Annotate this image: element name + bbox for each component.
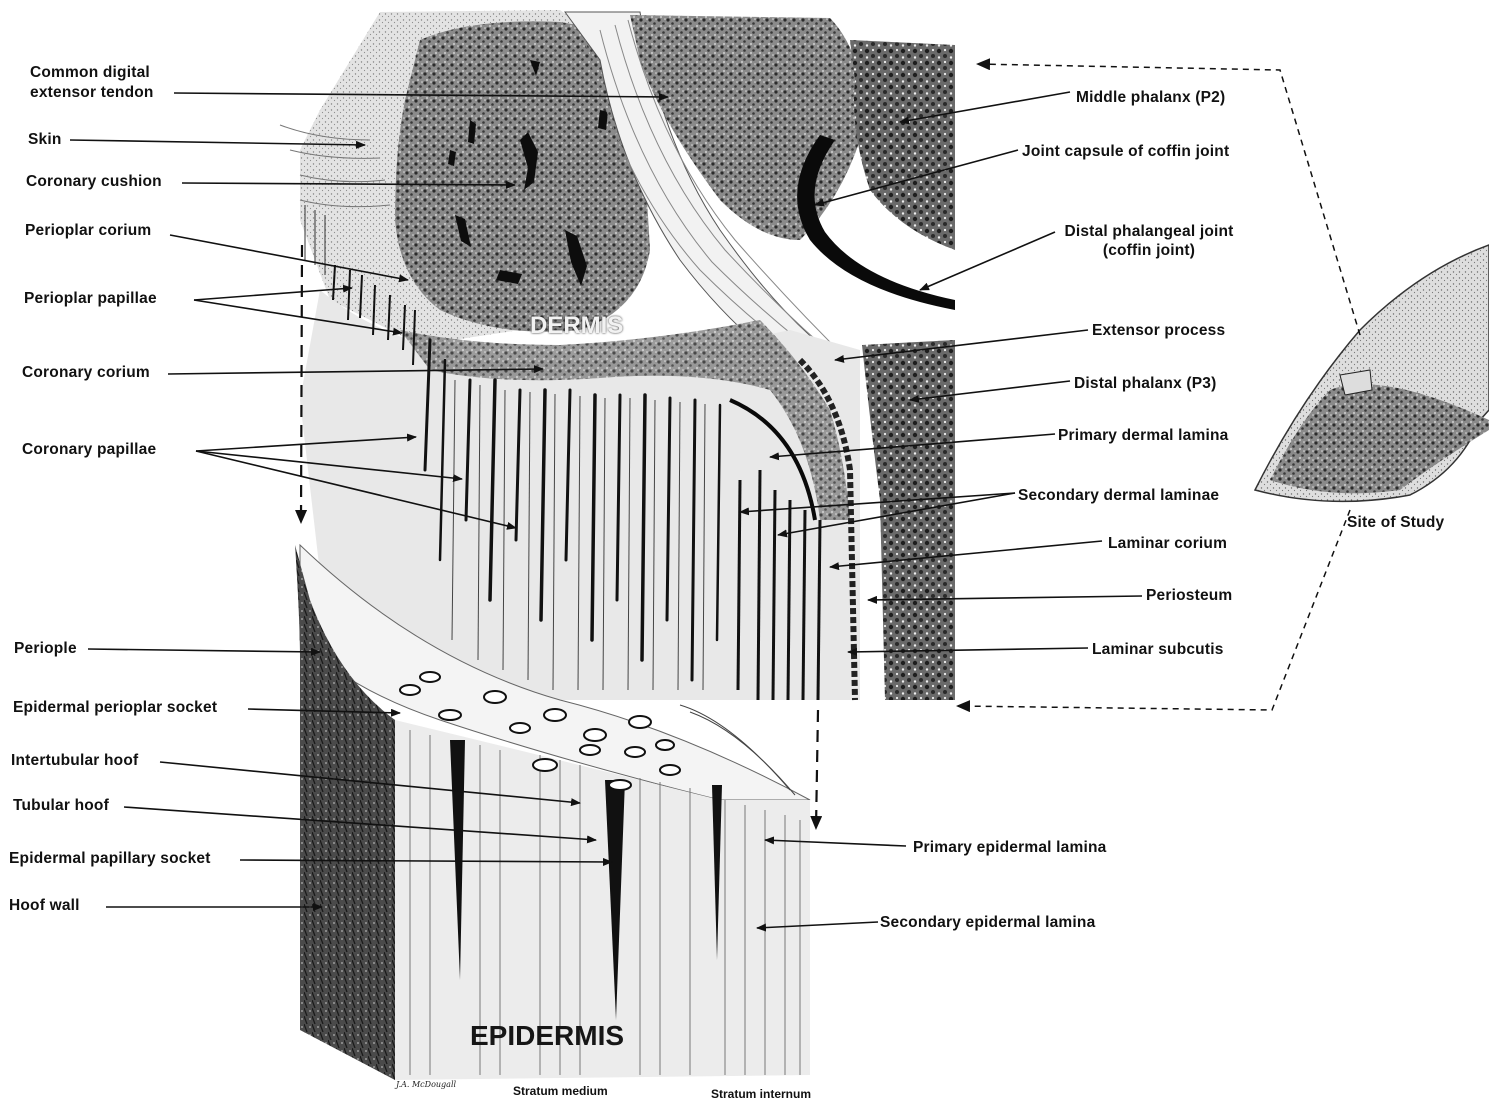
label-perioplar-corium: Perioplar corium [25, 221, 151, 240]
label-line: Common digital extensor tendon [30, 63, 180, 103]
label-site-of-study: Site of Study [1347, 513, 1444, 532]
label-epidermal-papillary-socket: Epidermal papillary socket [9, 849, 211, 868]
label-periople: Periople [14, 639, 77, 658]
label-common-digital-extensor-tendon: Common digital extensor tendon [30, 63, 180, 103]
label-skin: Skin [28, 130, 62, 149]
label-distal-phalanx: Distal phalanx (P3) [1074, 374, 1216, 393]
label-extensor-process: Extensor process [1092, 321, 1225, 340]
label-middle-phalanx: Middle phalanx (P2) [1076, 88, 1225, 107]
label-joint-capsule: Joint capsule of coffin joint [1022, 142, 1229, 161]
label-laminar-subcutis: Laminar subcutis [1092, 640, 1224, 659]
label-coronary-corium: Coronary corium [22, 363, 150, 382]
label-stratum-internum: Stratum internum [711, 1087, 811, 1101]
label-intertubular-hoof: Intertubular hoof [11, 751, 138, 770]
label-stratum-medium: Stratum medium [513, 1084, 608, 1098]
label-periosteum: Periosteum [1146, 586, 1232, 605]
label-primary-epidermal-lamina: Primary epidermal lamina [913, 838, 1106, 857]
region-label-dermis: DERMIS [530, 312, 623, 340]
region-label-epidermis: EPIDERMIS [470, 1020, 624, 1052]
label-secondary-dermal-laminae: Secondary dermal laminae [1018, 486, 1219, 505]
artist-signature: J.A. McDougall [396, 1080, 456, 1089]
label-epidermal-perioplar-socket: Epidermal perioplar socket [13, 698, 217, 717]
label-hoof-wall: Hoof wall [9, 896, 80, 915]
label-laminar-corium: Laminar corium [1108, 534, 1227, 553]
label-primary-dermal-lamina: Primary dermal lamina [1058, 426, 1228, 445]
label-perioplar-papillae: Perioplar papillae [24, 289, 157, 308]
label-coronary-papillae: Coronary papillae [22, 440, 156, 459]
label-line-2: (coffin joint) [1058, 241, 1240, 260]
label-distal-phalangeal-joint: Distal phalangeal joint (coffin joint) [1058, 222, 1240, 260]
label-tubular-hoof: Tubular hoof [13, 796, 109, 815]
label-line-1: Distal phalangeal joint [1058, 222, 1240, 241]
label-coronary-cushion: Coronary cushion [26, 172, 162, 191]
label-secondary-epidermal-lamina: Secondary epidermal lamina [880, 913, 1095, 932]
